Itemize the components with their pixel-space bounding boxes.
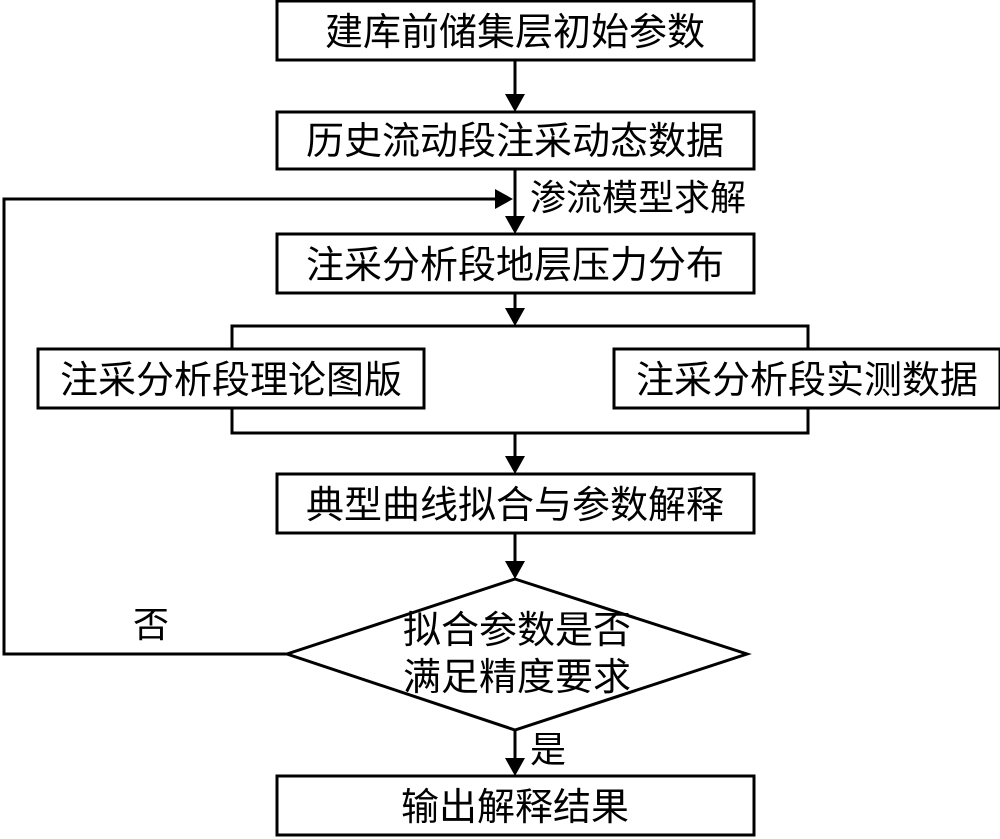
arrow-history-to-pressure (505, 169, 525, 234)
decision-node: 拟合参数是否 满足精度要求 (282, 577, 752, 732)
pressure-distribution-label: 注采分析段地层压力分布 (306, 243, 724, 287)
decision-label-line1: 拟合参数是否 (403, 608, 631, 652)
measured-data-label: 注采分析段实测数据 (636, 358, 978, 402)
yes-label: 是 (530, 730, 566, 771)
yes-connector (505, 730, 525, 776)
arrow-initial-to-history (505, 60, 525, 112)
pressure-distribution-node: 注采分析段地层压力分布 (275, 232, 756, 295)
decision-label-line2: 满足精度要求 (403, 655, 631, 699)
output-node: 输出解释结果 (275, 774, 756, 837)
initial-params-node: 建库前储集层初始参数 (275, 0, 756, 62)
no-loop-connector (2, 189, 513, 656)
seepage-model-label: 渗流模型求解 (530, 178, 746, 219)
arrow-fitting-to-decision (505, 533, 525, 579)
curve-fitting-label: 典型曲线拟合与参数解释 (306, 483, 724, 527)
theory-chart-node: 注采分析段理论图版 (36, 347, 426, 410)
no-label: 否 (133, 605, 169, 646)
split-connector (230, 293, 810, 349)
merge-connector (230, 408, 810, 474)
theory-chart-label: 注采分析段理论图版 (60, 358, 402, 402)
measured-data-node: 注采分析段实测数据 (612, 347, 1000, 410)
curve-fitting-node: 典型曲线拟合与参数解释 (275, 472, 756, 535)
history-data-node: 历史流动段注采动态数据 (275, 110, 756, 171)
history-data-label: 历史流动段注采动态数据 (306, 119, 724, 163)
output-label: 输出解释结果 (401, 785, 629, 829)
initial-params-label: 建库前储集层初始参数 (325, 10, 705, 54)
